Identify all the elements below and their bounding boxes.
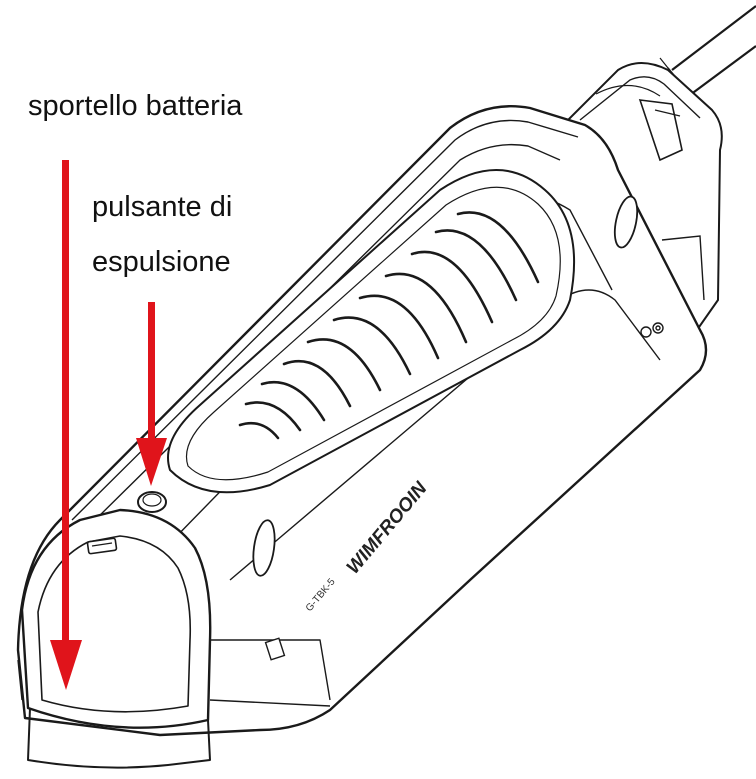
side-vents — [252, 195, 639, 577]
eject-button-arrow — [136, 302, 167, 486]
eject-button — [137, 491, 167, 513]
eject-button-label-line1: pulsante di — [92, 191, 233, 223]
battery-door-label: sportello batteria — [28, 90, 243, 122]
battery-door-latch — [86, 537, 118, 555]
battery-door-arrow — [50, 160, 82, 690]
side-port — [264, 637, 286, 661]
grip-ribs — [238, 211, 540, 440]
rear-cap — [558, 62, 723, 342]
eject-button-label-line2: espulsione — [92, 246, 231, 278]
grip-pad — [167, 169, 576, 494]
screws — [640, 322, 664, 338]
